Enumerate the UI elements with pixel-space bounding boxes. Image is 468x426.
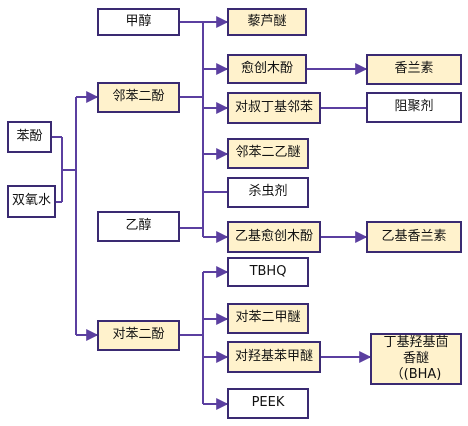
- node-yichun: 乙醇: [97, 211, 180, 242]
- node-shuangyangshui: 双氧水: [7, 185, 56, 218]
- node-yijiyuchuangmufen: 乙基愈创木酚: [227, 221, 321, 253]
- node-xianglansu: 香兰素: [366, 54, 462, 85]
- node-yuchuangmufen: 愈创木酚: [227, 54, 307, 84]
- node-duibenerfen: 对苯二酚: [97, 320, 180, 351]
- node-jiachun: 甲醇: [97, 8, 180, 36]
- node-duiqiangjibenjiami: 对羟基苯甲醚: [227, 341, 321, 373]
- node-shachongji: 杀虫剂: [227, 177, 309, 208]
- node-benfen: 苯酚: [7, 121, 52, 153]
- node-peek: PEEK: [227, 388, 309, 419]
- node-linbenerfen: 邻苯二酚: [97, 82, 180, 113]
- node-duishudingjilinben: 对叔丁基邻苯: [227, 92, 321, 124]
- node-yijixianglansu: 乙基香兰素: [366, 221, 462, 253]
- node-tbhq: TBHQ: [227, 257, 309, 287]
- node-bha: 丁基羟基茴香醚（(BHA): [370, 333, 462, 385]
- node-linbenieryimi: 邻苯二乙醚: [227, 138, 309, 169]
- node-duibenerjiami: 对苯二甲醚: [227, 303, 309, 334]
- node-zujuji: 阻聚剂: [366, 92, 462, 123]
- node-luluwei: 藜芦醚: [227, 8, 307, 36]
